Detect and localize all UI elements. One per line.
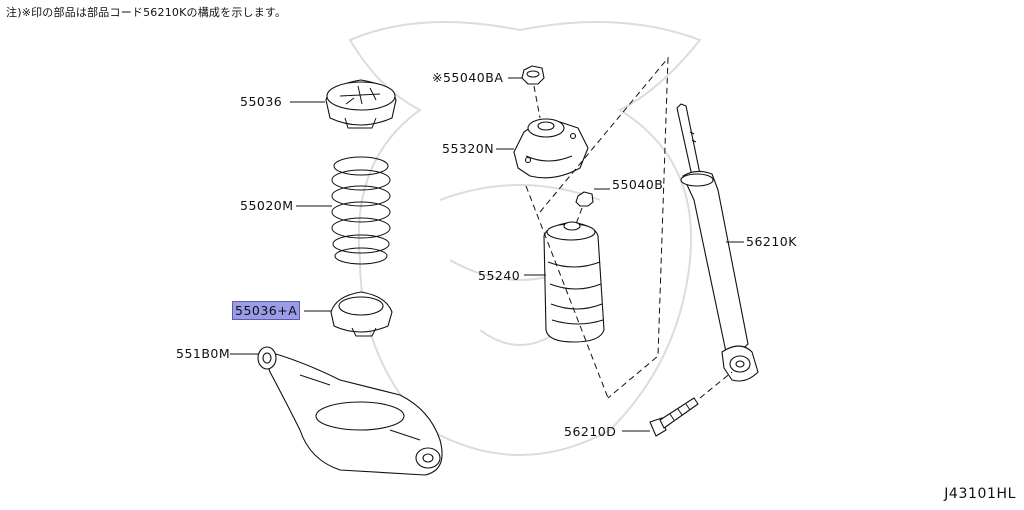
label-55040B[interactable]: 55040B (612, 177, 664, 192)
bumper-boot-55240[interactable] (543, 221, 605, 343)
label-56210D[interactable]: 56210D (564, 424, 617, 439)
mount-insulator-55320N[interactable] (513, 118, 589, 179)
shock-absorber-56210K[interactable] (676, 103, 759, 382)
label-55320N[interactable]: 55320N (442, 141, 495, 156)
lower-arm-551B0M[interactable] (257, 346, 443, 476)
upper-spring-seat-55036[interactable] (325, 79, 397, 129)
label-55036[interactable]: 55036 (240, 94, 283, 109)
label-55036A[interactable]: 55036+A (232, 301, 301, 320)
diagram-note: 注)※印の部品は部品コード56210Kの構成を示します。 (6, 6, 287, 19)
lower-spring-seat-55036A[interactable] (330, 291, 393, 337)
nut-55040B[interactable] (575, 191, 594, 225)
nut-55040BA[interactable] (521, 65, 545, 119)
label-56210K[interactable]: 56210K (746, 234, 797, 249)
bolt-56210D[interactable] (649, 371, 733, 437)
coil-spring-55020M[interactable] (331, 156, 391, 265)
label-55240[interactable]: 55240 (478, 268, 521, 283)
assembly-dashed-outline (525, 56, 669, 399)
samurai-watermark (348, 21, 702, 456)
label-551B0M[interactable]: 551B0M (176, 346, 231, 361)
label-55040BA[interactable]: ※55040BA (432, 70, 504, 85)
diagram-code: J43101HL (944, 486, 1016, 502)
label-55020M[interactable]: 55020M (240, 198, 294, 213)
